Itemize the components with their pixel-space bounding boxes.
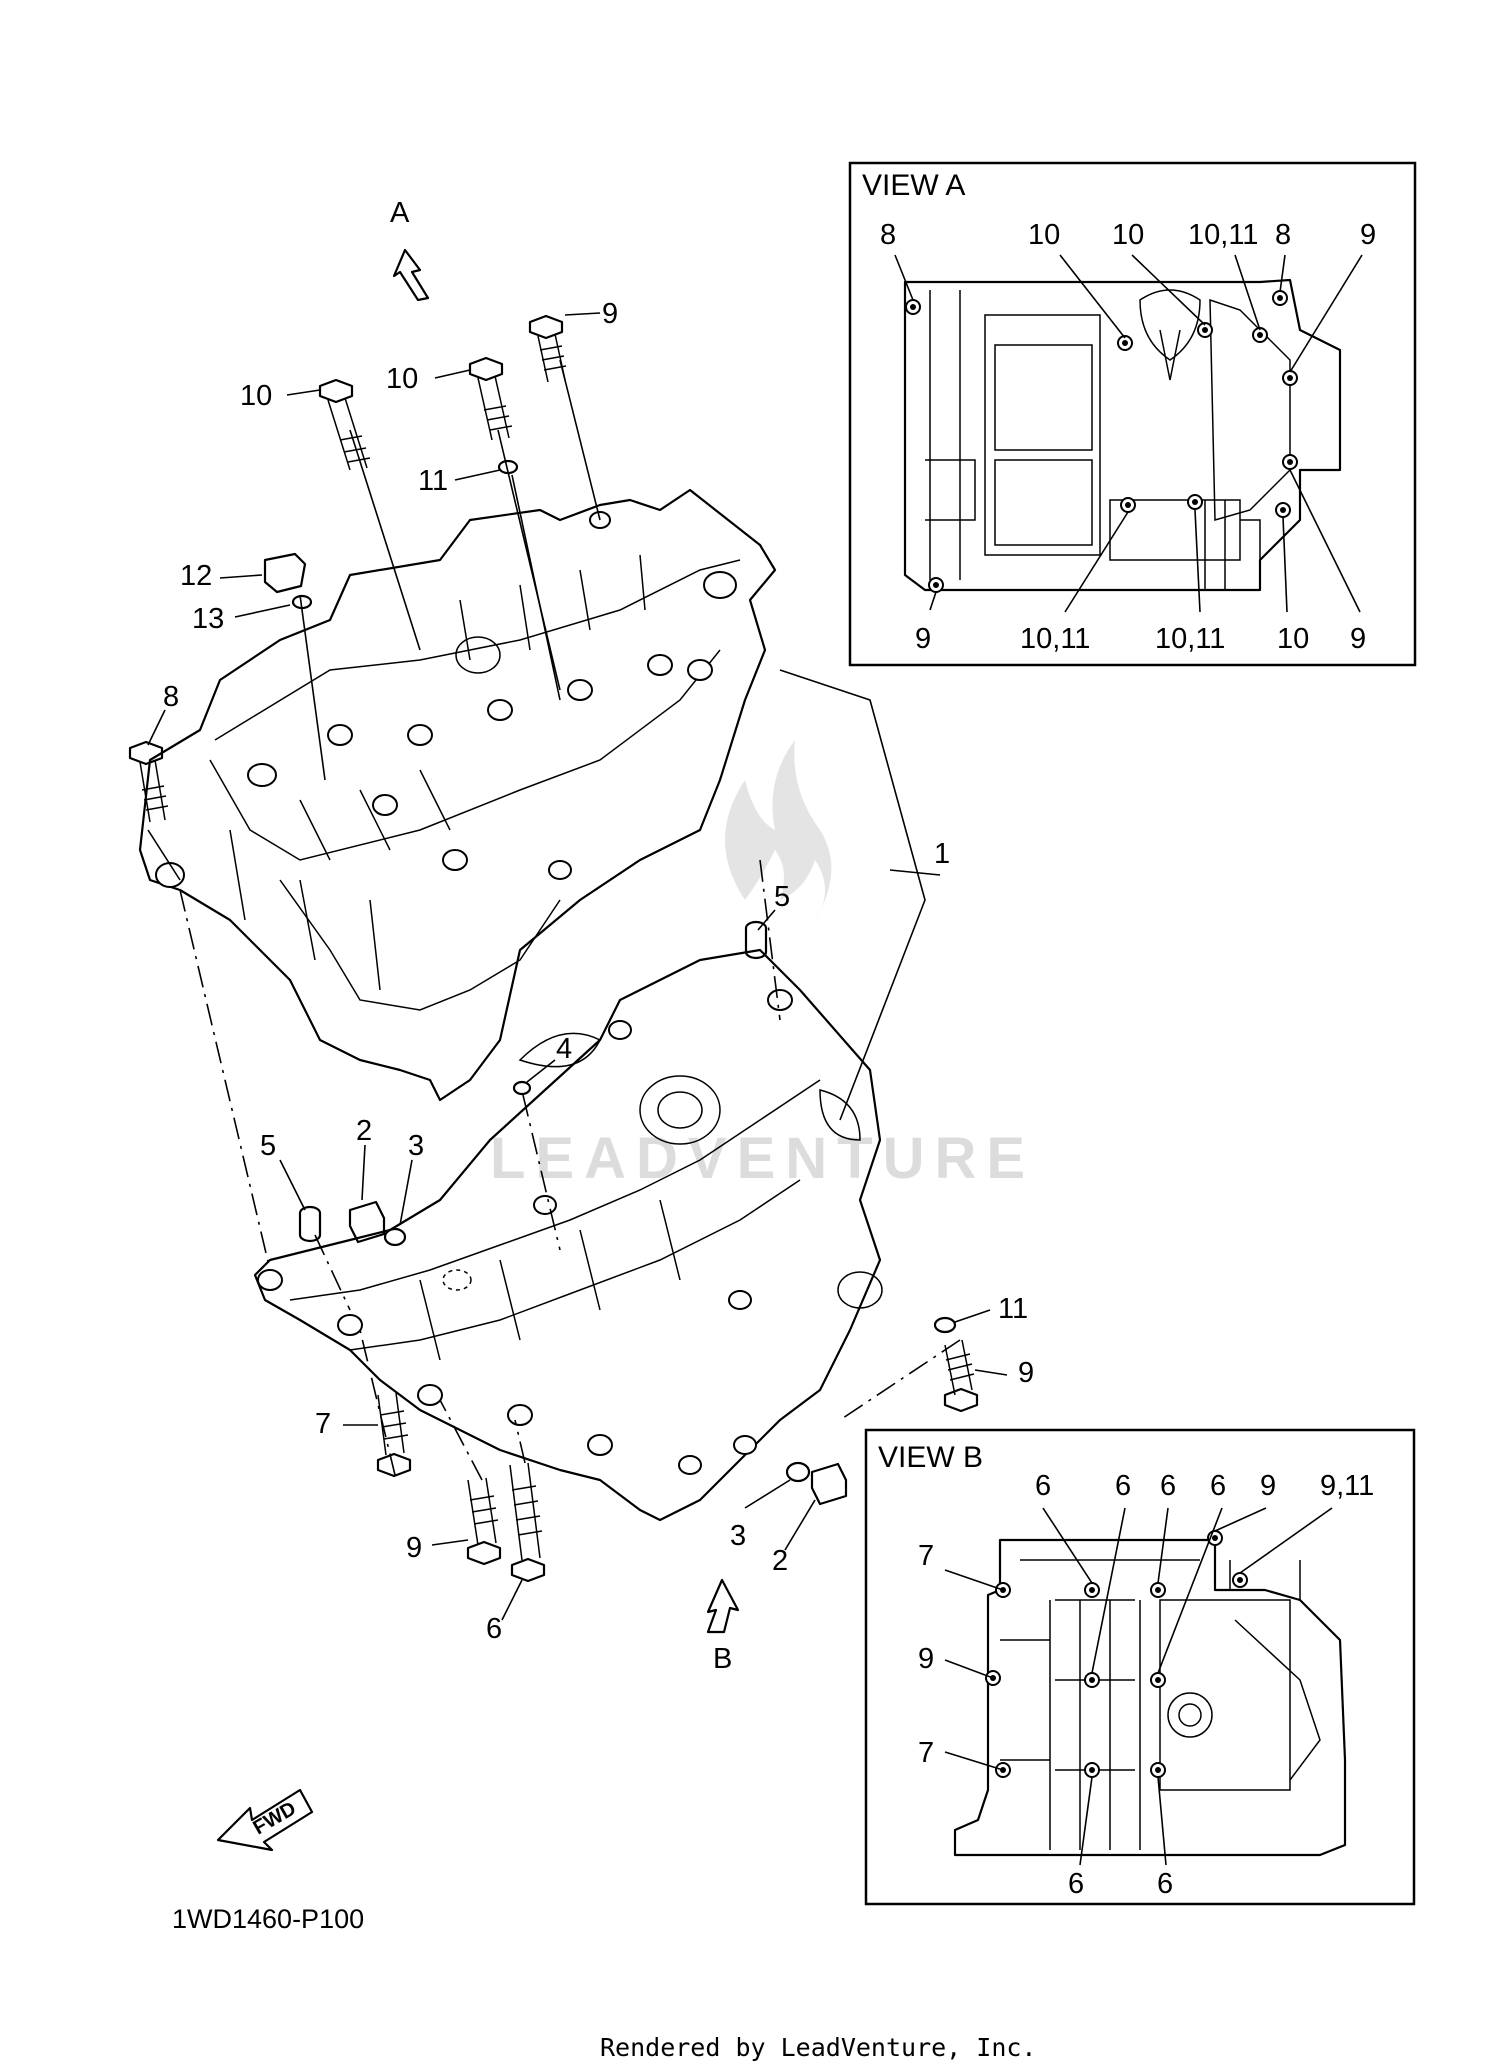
view-a-top-label-1: 8 <box>880 219 896 251</box>
lower-crankcase <box>253 948 883 1522</box>
view-b-left-label-3: 7 <box>918 1737 934 1769</box>
arrow-a: A <box>390 197 430 302</box>
view-b-top-label-4: 6 <box>1210 1470 1226 1502</box>
main-callouts: 9 10 10 11 12 13 8 1 5 4 2 3 5 11 9 7 9 … <box>163 298 1034 1645</box>
view-a-bottom-label-1: 9 <box>915 623 931 655</box>
bolt-9-top <box>528 314 567 383</box>
callout-2-bottom: 2 <box>772 1545 788 1577</box>
callout-10-mid: 10 <box>386 363 418 395</box>
watermark: LEADVENTURE <box>490 740 1035 1191</box>
dowel-5-right <box>744 920 768 960</box>
callout-2-left: 2 <box>356 1115 372 1147</box>
bolt-8 <box>128 740 169 823</box>
view-a-bottom-label-3: 10,11 <box>1155 623 1225 655</box>
bolt-10-left <box>318 378 371 471</box>
view-a-inset: VIEW A 8 <box>848 161 1417 667</box>
view-b-bottom-label-2: 6 <box>1157 1868 1173 1900</box>
callout-10-left: 10 <box>240 380 272 412</box>
watermark-text: LEADVENTURE <box>490 1126 1035 1191</box>
view-a-frame <box>848 161 1417 667</box>
view-b-top-label-3: 6 <box>1160 1470 1176 1502</box>
callout-1: 1 <box>934 838 950 870</box>
ring-3-bottom <box>785 1461 811 1483</box>
callout-3-bottom: 3 <box>730 1520 746 1552</box>
bolt-6 <box>509 1462 546 1583</box>
callout-9-right: 9 <box>1018 1357 1034 1389</box>
callout-7: 7 <box>315 1408 331 1440</box>
ring-3-left <box>383 1227 407 1247</box>
callout-5-right: 5 <box>774 881 790 913</box>
callout-11-right: 11 <box>998 1293 1028 1325</box>
bolt-9-right <box>943 1339 979 1413</box>
callout-6: 6 <box>486 1613 502 1645</box>
view-a-top-label-4: 10,11 <box>1188 219 1258 251</box>
fwd-label: FWD <box>250 1798 300 1840</box>
small-parts <box>128 314 979 1583</box>
cap-2-left <box>348 1200 386 1244</box>
callout-8: 8 <box>163 681 179 713</box>
callout-9-bottom: 9 <box>406 1532 422 1564</box>
callout-5-left: 5 <box>260 1130 276 1162</box>
plug-12 <box>263 552 307 594</box>
view-a-bottom-label-5: 9 <box>1350 623 1366 655</box>
view-a-bottom-label-4: 10 <box>1277 623 1309 655</box>
arrow-b-label: B <box>713 1643 732 1675</box>
callout-13: 13 <box>192 603 224 635</box>
view-a-top-label-2: 10 <box>1028 219 1060 251</box>
view-a-top-label-6: 9 <box>1360 219 1376 251</box>
bolt-7 <box>376 1392 412 1478</box>
view-a-top-label-5: 8 <box>1275 219 1291 251</box>
render-credit: Rendered by LeadVenture, Inc. <box>600 2033 1037 2062</box>
view-b-left-label-2: 9 <box>918 1643 934 1675</box>
view-b-bottom-label-1: 6 <box>1068 1868 1084 1900</box>
view-b-top-label-2: 6 <box>1115 1470 1131 1502</box>
view-b-top-label-6: 9,11 <box>1320 1470 1374 1502</box>
pin-4 <box>512 1080 532 1096</box>
diagram-code: 1WD1460-P100 <box>172 1904 364 1934</box>
leader-lines <box>147 312 1008 1621</box>
cap-2-bottom <box>810 1462 848 1506</box>
callout-4: 4 <box>556 1033 572 1065</box>
arrow-a-label: A <box>390 197 410 229</box>
callout-12: 12 <box>180 560 212 592</box>
bolt-10-mid <box>468 356 513 441</box>
view-b-inset: VIEW B 6 6 6 6 <box>864 1428 1416 1906</box>
view-b-left-label-1: 7 <box>918 1540 934 1572</box>
upper-crankcase <box>138 488 777 1102</box>
bolt-9-bottom <box>466 1477 502 1566</box>
callout-11-top: 11 <box>418 465 448 497</box>
dowel-5-left <box>298 1205 322 1243</box>
view-a-bottom-label-2: 10,11 <box>1020 623 1090 655</box>
ring-11-right <box>933 1316 957 1334</box>
view-b-top-label-1: 6 <box>1035 1470 1051 1502</box>
arrow-b: B <box>706 1578 740 1675</box>
callout-9-top: 9 <box>602 298 618 330</box>
view-b-top-label-5: 9 <box>1260 1470 1276 1502</box>
callout-3-left: 3 <box>408 1130 424 1162</box>
view-a-title: VIEW A <box>862 169 965 202</box>
view-b-title: VIEW B <box>878 1441 983 1474</box>
fwd-arrow-icon: FWD <box>216 1788 314 1852</box>
view-a-top-label-3: 10 <box>1112 219 1144 251</box>
